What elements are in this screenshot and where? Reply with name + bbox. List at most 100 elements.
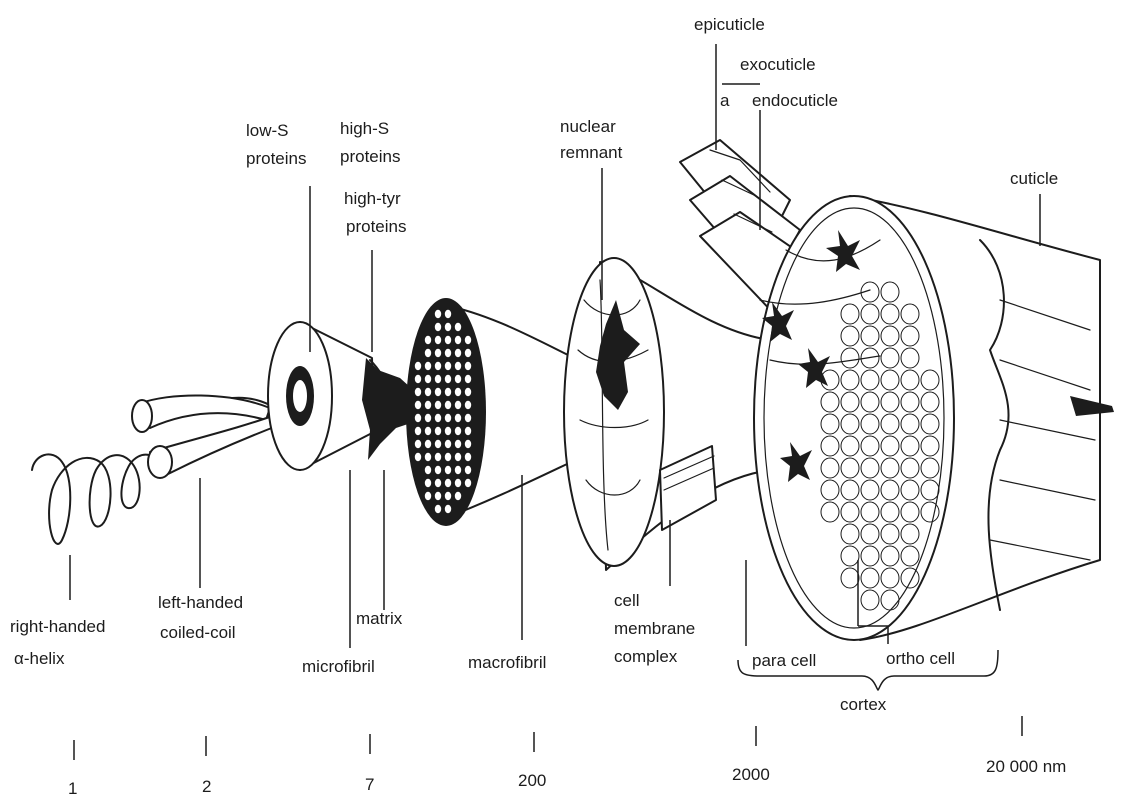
microfibril-dot: [435, 323, 441, 331]
label-epicuticle: epicuticle: [694, 15, 765, 34]
microfibril-dot: [425, 414, 431, 422]
label-coiled-coil: coiled-coil: [160, 623, 236, 642]
scale-value-1: 1: [68, 779, 77, 798]
microfibril-dot: [415, 362, 421, 370]
microfibril-dot: [415, 427, 421, 435]
microfibril-dot: [445, 453, 451, 461]
microfibril-dot: [465, 362, 471, 370]
scale-value-6: 20 000 nm: [986, 757, 1066, 776]
microfibril-dot: [455, 479, 461, 487]
label-cuticle: cuticle: [1010, 169, 1058, 188]
microfibril-dot: [445, 440, 451, 448]
microfibril-dot: [455, 427, 461, 435]
microfibril-dot: [435, 310, 441, 318]
microfibril-dot: [435, 401, 441, 409]
microfibril-dot: [425, 427, 431, 435]
label-a-marker: a: [720, 91, 730, 110]
microfibril-dot: [425, 349, 431, 357]
microfibril-dot: [455, 401, 461, 409]
microfibril-dot: [445, 388, 451, 396]
microfibril-dot: [435, 427, 441, 435]
microfibril-dot: [465, 466, 471, 474]
microfibril-dot: [425, 466, 431, 474]
label-remnant: remnant: [560, 143, 623, 162]
microfibril-dot: [445, 479, 451, 487]
microfibril-dot: [425, 492, 431, 500]
label-macrofibril: macrofibril: [468, 653, 546, 672]
label-microfibril: microfibril: [302, 657, 375, 676]
microfibril-dot: [445, 362, 451, 370]
microfibril-dot: [445, 349, 451, 357]
label-ortho-cell: ortho cell: [886, 649, 955, 668]
microfibril-dot: [415, 375, 421, 383]
label-alpha-helix: α-helix: [14, 649, 65, 668]
microfibril-dot: [465, 401, 471, 409]
microfibril-dot: [435, 336, 441, 344]
label-matrix: matrix: [356, 609, 403, 628]
microfibril-dot: [465, 349, 471, 357]
label-cell: cell: [614, 591, 640, 610]
microfibril-dot: [425, 388, 431, 396]
microfibril-dot: [465, 479, 471, 487]
cortical-cell-drawing: [564, 258, 770, 570]
label-endocuticle: endocuticle: [752, 91, 838, 110]
microfibril-dot: [435, 440, 441, 448]
microfibril-dot: [445, 427, 451, 435]
microfibril-dot: [455, 349, 461, 357]
microfibril-dot: [425, 375, 431, 383]
microfibril-dot: [415, 388, 421, 396]
microfibril-dot: [455, 323, 461, 331]
label-right-handed: right-handed: [10, 617, 105, 636]
microfibril-dot: [435, 492, 441, 500]
microfibril-dot: [455, 453, 461, 461]
label-membrane: membrane: [614, 619, 695, 638]
microfibril-dot: [465, 375, 471, 383]
microfibril-dot: [435, 505, 441, 513]
microfibril-dot: [465, 427, 471, 435]
microfibril-dot: [445, 401, 451, 409]
label-nuclear: nuclear: [560, 117, 616, 136]
microfibril-dot: [465, 336, 471, 344]
label-cortex: cortex: [840, 695, 887, 714]
microfibril-dot: [445, 323, 451, 331]
label-high-s-proteins: proteins: [340, 147, 400, 166]
scale-value-4: 200: [518, 771, 546, 790]
size-scale: 1 2 7 200 2000 20 000 nm: [68, 716, 1066, 798]
microfibril-dot: [445, 336, 451, 344]
microfibril-dot: [435, 466, 441, 474]
microfibril-dot: [435, 375, 441, 383]
microfibril-dot: [415, 401, 421, 409]
microfibril-dot: [455, 336, 461, 344]
label-para-cell: para cell: [752, 651, 816, 670]
label-high-tyr-proteins: proteins: [346, 217, 406, 236]
microfibril-dot: [465, 440, 471, 448]
microfibril-dot: [425, 362, 431, 370]
microfibril-dot: [465, 388, 471, 396]
microfibril-dot: [445, 310, 451, 318]
label-low-s: low-S: [246, 121, 289, 140]
microfibril-dot: [425, 479, 431, 487]
microfibril-dot: [415, 414, 421, 422]
microfibril-dot: [445, 492, 451, 500]
microfibril-dot: [455, 414, 461, 422]
microfibril-dot: [465, 453, 471, 461]
label-high-s: high-S: [340, 119, 389, 138]
microfibril-dot: [425, 453, 431, 461]
microfibril-dot: [455, 362, 461, 370]
label-low-s-proteins: proteins: [246, 149, 306, 168]
microfibril-dot: [425, 336, 431, 344]
label-complex: complex: [614, 647, 678, 666]
microfibril-dot: [425, 401, 431, 409]
label-exocuticle: exocuticle: [740, 55, 816, 74]
microfibril-dot: [445, 466, 451, 474]
label-high-tyr: high-tyr: [344, 189, 401, 208]
microfibril-dot: [435, 479, 441, 487]
microfibril-dot: [455, 375, 461, 383]
scale-value-5: 2000: [732, 765, 770, 784]
scale-value-3: 7: [365, 775, 374, 794]
alpha-helix-drawing: [32, 454, 162, 544]
microfibril-dot: [415, 440, 421, 448]
microfibril-dot: [435, 453, 441, 461]
